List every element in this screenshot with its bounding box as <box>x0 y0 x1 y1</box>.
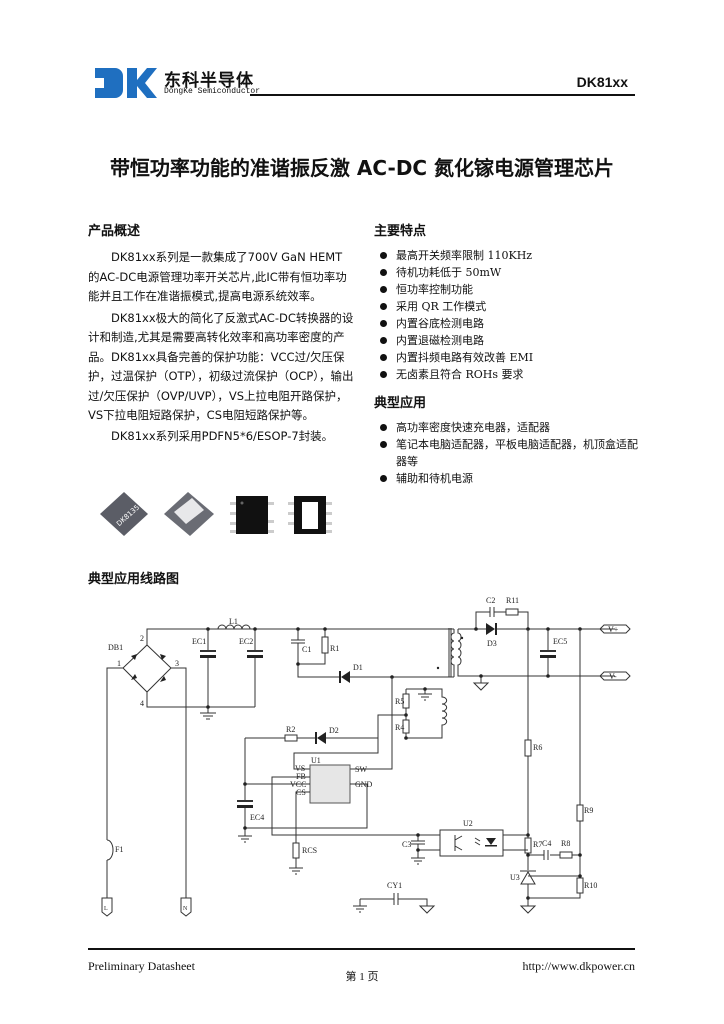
component-label: D3 <box>487 639 497 648</box>
component-label: 1 <box>117 659 121 668</box>
component-label: R1 <box>330 644 339 653</box>
component-label: R4 <box>395 723 404 732</box>
component-label: R8 <box>561 839 570 848</box>
pdfn-package-top: DK8135 <box>100 492 148 536</box>
overview-paragraph-1: DK81xx系列是一款集成了700V GaN HEMT 的AC-DC电源管理功率… <box>88 250 347 303</box>
component-label: EC1 <box>192 637 206 646</box>
component-label: F1 <box>115 845 123 854</box>
bridge-rectifier <box>106 628 454 898</box>
component-label: RCS <box>302 846 317 855</box>
component-label: L1 <box>229 617 238 626</box>
component-label: SW <box>355 765 367 774</box>
component-label: C2 <box>486 596 495 605</box>
component-label: V- <box>609 672 617 681</box>
feature-item: 恒功率控制功能 <box>376 281 646 298</box>
feature-item: 采用 QR 工作模式 <box>376 298 646 315</box>
document-code: DK81xx <box>576 74 628 90</box>
component-label: L <box>104 906 108 912</box>
application-circuit-diagram: DB1 1 2 3 4 F1 L N L1 EC1 EC2 C1 R1 D1 C… <box>101 596 631 917</box>
component-label: C4 <box>542 839 551 848</box>
feature-item: 待机功耗低于 50mW <box>376 264 646 281</box>
component-label: R9 <box>584 806 593 815</box>
component-label: R7 <box>533 840 542 849</box>
overview-heading: 产品概述 <box>88 224 141 239</box>
component-label: 2 <box>140 634 144 643</box>
footer-divider <box>88 948 635 950</box>
website-link[interactable]: http://www.dkpower.cn <box>522 959 635 973</box>
feature-item: 内置退磁检测电路 <box>376 332 646 349</box>
component-label: N <box>183 906 188 912</box>
company-name-en: DongKe Semiconductor <box>164 87 261 96</box>
component-label: R6 <box>533 743 542 752</box>
header-divider <box>250 94 635 96</box>
document-title: 带恒功率功能的准谐振反激 AC-DC 氮化镓电源管理芯片 <box>109 156 615 180</box>
pdfn-package-bottom <box>164 492 214 536</box>
component-label: R10 <box>584 881 597 890</box>
package-images: DK8135 <box>96 490 336 540</box>
applications-list: 高功率密度快速充电器，适配器 笔记本电脑适配器，平板电脑适配器，机顶盒适配器等 … <box>376 419 646 487</box>
component-label: V+ <box>608 625 619 634</box>
company-logo-mark <box>95 68 157 102</box>
feature-item: 无卤素且符合 ROHs 要求 <box>376 366 646 383</box>
component-label: R2 <box>286 725 295 734</box>
applications-heading: 典型应用 <box>374 396 427 411</box>
overview-section: DK81xx系列是一款集成了700V GaN HEMT 的AC-DC电源管理功率… <box>88 248 354 446</box>
circuit-heading: 典型应用线路图 <box>88 572 180 587</box>
esop-package-top <box>230 496 274 534</box>
feature-item: 最高开关频率限制 110KHz <box>376 247 646 264</box>
component-label: R5 <box>395 697 404 706</box>
page-number: 第 1 页 <box>345 971 379 983</box>
company-name-cn: 东科半导体 <box>164 71 254 91</box>
component-label: U3 <box>510 873 520 882</box>
component-label: U2 <box>463 819 473 828</box>
transformer <box>436 628 615 677</box>
component-label: C1 <box>302 645 311 654</box>
component-label: C3 <box>402 840 411 849</box>
component-label: VS <box>295 764 305 773</box>
features-heading: 主要特点 <box>374 224 427 239</box>
features-list: 最高开关频率限制 110KHz 待机功耗低于 50mW 恒功率控制功能 采用 Q… <box>376 247 646 383</box>
component-label: 3 <box>175 659 179 668</box>
component-label: D1 <box>353 663 363 672</box>
component-label: CY1 <box>387 881 402 890</box>
feature-item: 内置谷底检测电路 <box>376 315 646 332</box>
component-label: 4 <box>140 699 144 708</box>
esop-package-bottom <box>288 496 332 534</box>
application-item: 辅助和待机电源 <box>376 470 646 487</box>
component-label: DB1 <box>108 643 123 652</box>
component-label: EC5 <box>553 637 567 646</box>
overview-paragraph-2: DK81xx极大的简化了反激式AC-DC转换器的设计和制造,尤其是需要高转化效率… <box>88 310 354 423</box>
application-item: 笔记本电脑适配器，平板电脑适配器，机顶盒适配器等 <box>376 436 646 470</box>
application-item: 高功率密度快速充电器，适配器 <box>376 419 646 436</box>
component-label: R11 <box>506 596 519 605</box>
footer-label: Preliminary Datasheet <box>88 959 195 973</box>
component-label: U1 <box>311 756 321 765</box>
feature-item: 内置抖频电路有效改善 EMI <box>376 349 646 366</box>
component-label: EC4 <box>250 813 264 822</box>
component-label: D2 <box>329 726 339 735</box>
optocoupler-U2 <box>439 829 528 857</box>
component-label: EC2 <box>239 637 253 646</box>
overview-paragraph-3: DK81xx系列采用PDFN5*6/ESOP-7封装。 <box>111 428 334 443</box>
